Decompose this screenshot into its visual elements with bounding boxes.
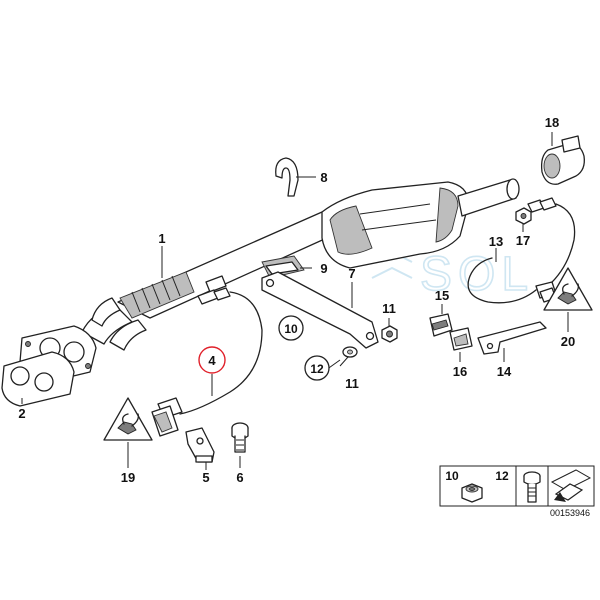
legend-box: 10 12 — [439, 465, 595, 507]
watermark: SOL — [371, 247, 534, 302]
label-12: 12 — [310, 362, 324, 376]
label-17: 17 — [516, 233, 530, 248]
label-20: 20 — [561, 334, 575, 349]
label-16: 16 — [453, 364, 467, 379]
label-18: 18 — [545, 115, 559, 130]
label-4: 4 — [208, 353, 216, 368]
label-11-washer: 11 — [345, 376, 359, 391]
washer[interactable] — [339, 346, 358, 367]
label-14: 14 — [497, 364, 512, 379]
label-19: 19 — [121, 470, 135, 485]
legend-arrow-icon — [550, 469, 592, 502]
bolt[interactable] — [231, 422, 249, 468]
label-13: 13 — [489, 234, 503, 249]
highlight-ring — [198, 346, 226, 374]
wire-clip-lower[interactable] — [449, 327, 473, 362]
legend-nut-icon — [461, 483, 483, 503]
label-10-circle — [278, 315, 304, 341]
front-pipe-catalytic-converter[interactable] — [81, 178, 520, 351]
pipe-clamp[interactable] — [275, 157, 316, 197]
sensor-wire-bracket[interactable] — [477, 321, 547, 362]
label-11-nut: 11 — [382, 301, 396, 316]
diagram-code: 00153946 — [550, 508, 590, 518]
mounting-nut[interactable] — [515, 207, 532, 232]
label-9: 9 — [320, 261, 327, 276]
legend-label-12: 12 — [495, 469, 509, 483]
warning-triangle-left — [103, 397, 153, 468]
label-8: 8 — [320, 170, 327, 185]
part-labels: 1 2 4 5 6 7 8 9 10 11 12 11 13 14 15 16 … — [18, 115, 575, 485]
label-15: 15 — [435, 288, 449, 303]
label-10: 10 — [284, 322, 298, 336]
label-5: 5 — [202, 470, 209, 485]
label-7: 7 — [348, 266, 355, 281]
oxygen-sensor-rear[interactable] — [467, 197, 576, 304]
label-1: 1 — [158, 231, 165, 246]
legend-label-10: 10 — [445, 469, 459, 483]
label-6: 6 — [236, 470, 243, 485]
hex-nut[interactable] — [381, 318, 398, 343]
legend-bolt-icon — [523, 471, 541, 503]
label-2: 2 — [18, 406, 25, 421]
support-bracket[interactable] — [261, 271, 379, 349]
label-12-circle — [304, 355, 330, 381]
warning-triangle-right — [543, 267, 593, 332]
sensor-bracket[interactable] — [185, 427, 215, 470]
manifold-gaskets[interactable] — [1, 325, 97, 407]
exhaust-clamp[interactable] — [540, 132, 585, 185]
oxygen-sensor-front[interactable] — [151, 287, 263, 437]
rubber-mount[interactable] — [261, 255, 312, 279]
watermark-text: SOL — [420, 248, 534, 301]
wire-clip-upper[interactable] — [429, 304, 453, 337]
